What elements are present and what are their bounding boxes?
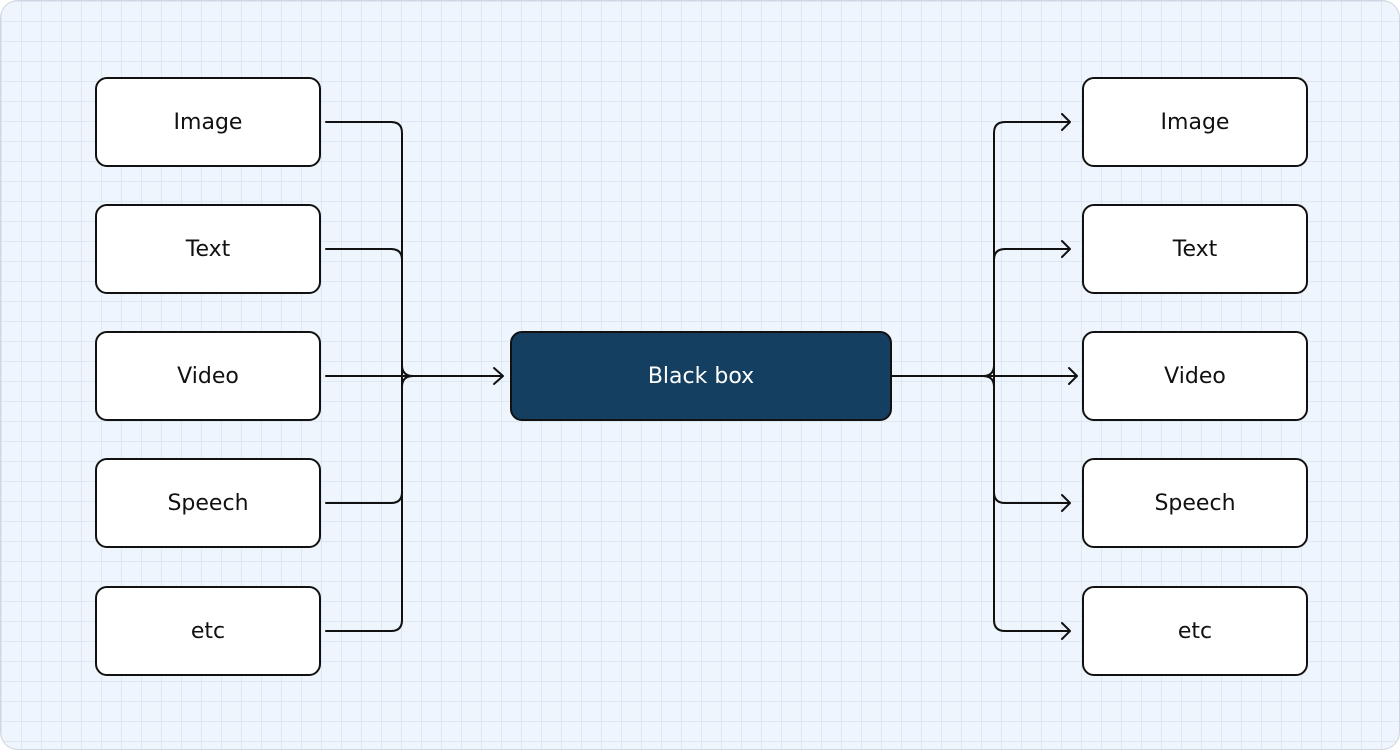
input-node-label: Text	[185, 236, 231, 262]
output-node-image: Image	[1082, 77, 1308, 167]
input-branch-text	[325, 248, 403, 261]
black-box-label: Black box	[647, 363, 755, 389]
output-node-text: Text	[1082, 204, 1308, 294]
output-node-video: Video	[1082, 331, 1308, 421]
output-branch-etc	[993, 619, 1070, 632]
output-arrowhead-text	[1061, 240, 1071, 258]
input-node-label: Image	[173, 109, 243, 135]
input-node-label: etc	[190, 618, 226, 644]
output-node-label: Image	[1160, 109, 1230, 135]
output-arrowhead-video	[1068, 367, 1078, 385]
input-node-image: Image	[95, 77, 321, 167]
output-node-label: Speech	[1154, 490, 1236, 516]
center-input-arrowhead	[493, 367, 504, 385]
output-arrowhead-etc	[1061, 622, 1071, 640]
output-branch-image	[993, 121, 1070, 134]
input-node-speech: Speech	[95, 458, 321, 548]
output-arrowhead-speech	[1061, 494, 1071, 512]
input-node-video: Video	[95, 331, 321, 421]
output-node-etc: etc	[1082, 586, 1308, 676]
input-branch-speech	[325, 491, 403, 504]
input-node-label: Speech	[167, 490, 249, 516]
output-junction-lower	[982, 375, 995, 388]
output-node-label: etc	[1177, 618, 1213, 644]
input-node-text: Text	[95, 204, 321, 294]
output-arrowhead-image	[1061, 113, 1071, 131]
output-node-speech: Speech	[1082, 458, 1308, 548]
output-junction	[982, 364, 995, 377]
input-branch-etc	[325, 619, 403, 632]
output-node-label: Text	[1172, 236, 1218, 262]
output-node-label: Video	[1164, 363, 1226, 389]
output-branch-speech	[993, 491, 1070, 504]
black-box-node: Black box	[510, 331, 892, 421]
input-junction-lower	[401, 375, 414, 388]
input-branch-image	[325, 121, 403, 134]
input-junction	[401, 364, 414, 377]
output-branch-text	[993, 248, 1070, 261]
input-node-label: Video	[177, 363, 239, 389]
input-node-etc: etc	[95, 586, 321, 676]
